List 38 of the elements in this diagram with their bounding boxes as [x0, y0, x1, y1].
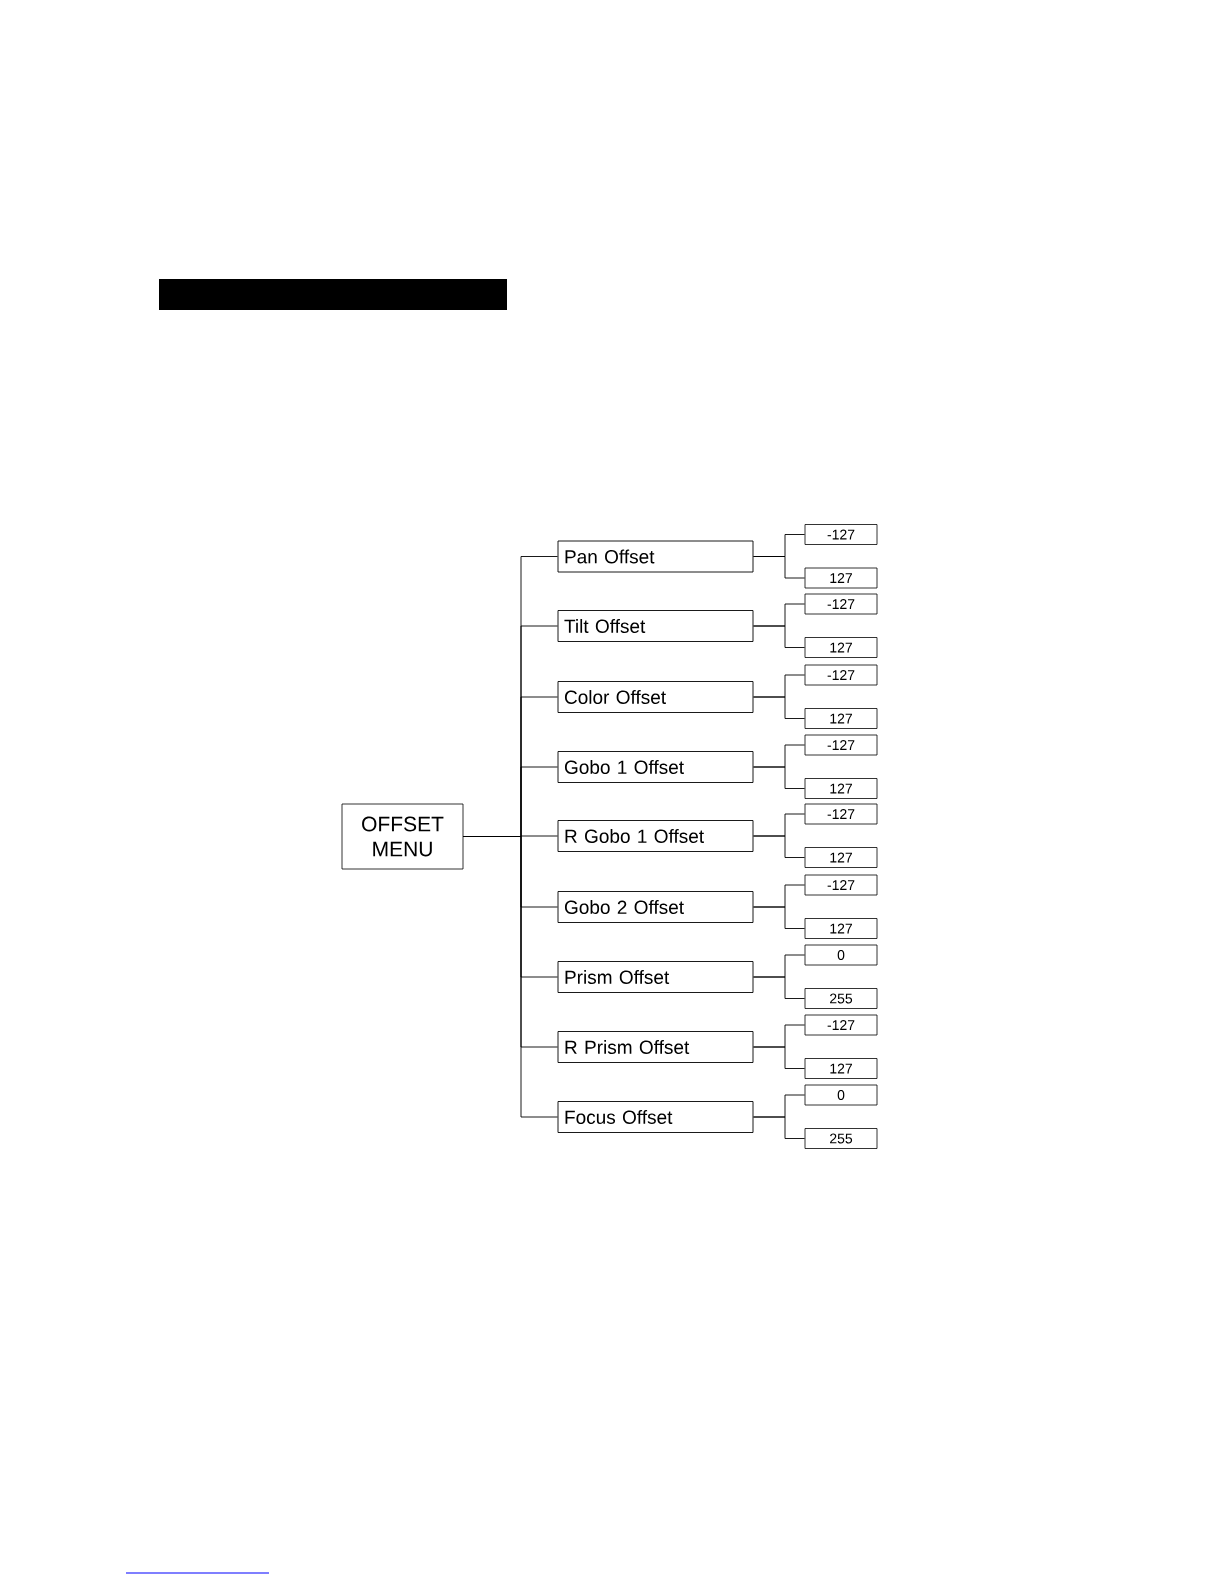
- value-box: -127: [804, 524, 878, 545]
- menu-item-box: R Prism Offset: [557, 1031, 754, 1063]
- connector-line: [753, 1046, 806, 1069]
- value-box: 127: [804, 847, 878, 868]
- value-box: 127: [804, 567, 878, 589]
- connector-line: [753, 766, 806, 789]
- value-box: 127: [804, 637, 878, 658]
- menu-item-box: Pan Offset: [557, 540, 754, 573]
- connector-line: [753, 625, 806, 648]
- connector-line: [753, 1116, 806, 1139]
- menu-item-box: Tilt Offset: [557, 610, 754, 642]
- connector-line: [753, 696, 806, 719]
- value-box: 127: [804, 918, 878, 939]
- value-box: -127: [804, 803, 878, 825]
- value-box: 127: [804, 708, 878, 729]
- connector-line: [462, 836, 558, 1118]
- connector-line: [753, 835, 806, 858]
- value-box: 127: [804, 1058, 878, 1079]
- value-box: 0: [804, 1084, 878, 1106]
- value-box: 255: [804, 1128, 878, 1149]
- value-box: 127: [804, 778, 878, 799]
- value-box: -127: [804, 734, 878, 756]
- menu-item-box: Gobo 1 Offset: [557, 751, 754, 783]
- value-box: -127: [804, 1014, 878, 1036]
- connector-line: [753, 556, 806, 579]
- value-box: 255: [804, 988, 878, 1009]
- connector-line: [753, 976, 806, 999]
- value-box: 0: [804, 944, 878, 966]
- menu-item-box: R Gobo 1 Offset: [557, 820, 754, 852]
- value-box: -127: [804, 593, 878, 615]
- menu-item-box: Color Offset: [557, 681, 754, 713]
- menu-item-box: Prism Offset: [557, 961, 754, 993]
- value-box: -127: [804, 874, 878, 896]
- value-box: -127: [804, 664, 878, 686]
- menu-item-box: Focus Offset: [557, 1101, 754, 1133]
- connector-line: [753, 906, 806, 929]
- menu-box: OFFSET MENU: [341, 803, 464, 870]
- menu-item-box: Gobo 2 Offset: [557, 891, 754, 923]
